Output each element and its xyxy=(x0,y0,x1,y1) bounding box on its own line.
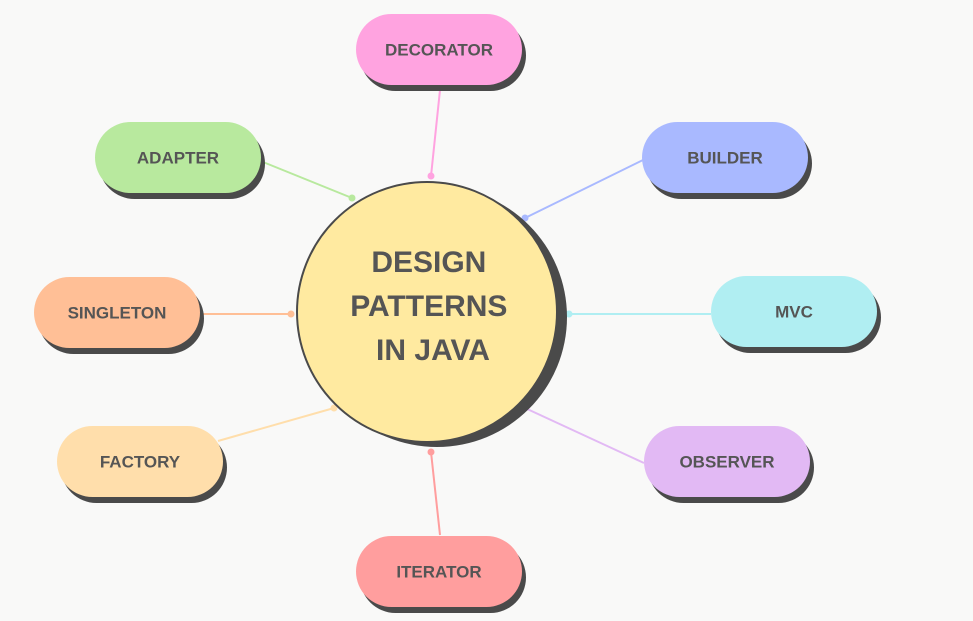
center-title-line-3: IN JAVA xyxy=(376,334,490,367)
mvc-label: MVC xyxy=(775,303,813,322)
connectors xyxy=(203,89,711,536)
decorator-node-pill xyxy=(356,14,522,85)
singleton-label: SINGLETON xyxy=(68,304,167,323)
decorator-label: DECORATOR xyxy=(385,41,493,60)
center-node-circle xyxy=(296,181,558,443)
decorator-connector xyxy=(430,89,441,177)
decorator-connector-dot xyxy=(427,172,435,180)
iterator-connector-dot xyxy=(427,448,435,456)
pattern-nodes: DECORATOR BUILDER MVC OBSERVER ITERATOR FACTO… xyxy=(34,14,881,613)
mvc-connector-dot xyxy=(565,310,573,318)
observer-label: OBSERVER xyxy=(679,453,774,472)
center-node: DESIGN PATTERNS IN JAVA xyxy=(296,181,567,447)
iterator-node-pill xyxy=(356,536,522,607)
node-observer: OBSERVER xyxy=(644,426,814,503)
singleton-node-pill xyxy=(34,277,200,348)
node-mvc: MVC xyxy=(711,276,881,353)
singleton-connector-dot xyxy=(287,310,295,318)
center-title-line-1: DESIGN xyxy=(371,246,486,279)
node-iterator: ITERATOR xyxy=(356,536,526,613)
mvc-node-pill xyxy=(711,276,877,347)
node-decorator: DECORATOR xyxy=(356,14,526,91)
adapter-label: ADAPTER xyxy=(137,149,219,168)
center-title-line-2: PATTERNS xyxy=(350,290,507,323)
observer-node-pill xyxy=(644,426,810,497)
builder-connector xyxy=(524,159,644,219)
center-title: DESIGN PATTERNS IN JAVA xyxy=(350,246,516,367)
builder-node-pill xyxy=(642,122,808,193)
iterator-connector xyxy=(430,451,441,536)
observer-connector xyxy=(524,407,645,464)
node-singleton: SINGLETON xyxy=(34,277,204,354)
factory-connector xyxy=(217,407,335,442)
factory-connector-dot xyxy=(330,404,338,412)
adapter-node-pill xyxy=(95,122,261,193)
iterator-label: ITERATOR xyxy=(396,563,481,582)
node-factory: FACTORY xyxy=(57,426,227,503)
adapter-connector xyxy=(262,161,353,199)
node-adapter: ADAPTER xyxy=(95,122,265,199)
factory-label: FACTORY xyxy=(100,453,181,472)
builder-label: BUILDER xyxy=(687,149,763,168)
node-builder: BUILDER xyxy=(642,122,812,199)
factory-node-pill xyxy=(57,426,223,497)
adapter-connector-dot xyxy=(348,194,356,202)
